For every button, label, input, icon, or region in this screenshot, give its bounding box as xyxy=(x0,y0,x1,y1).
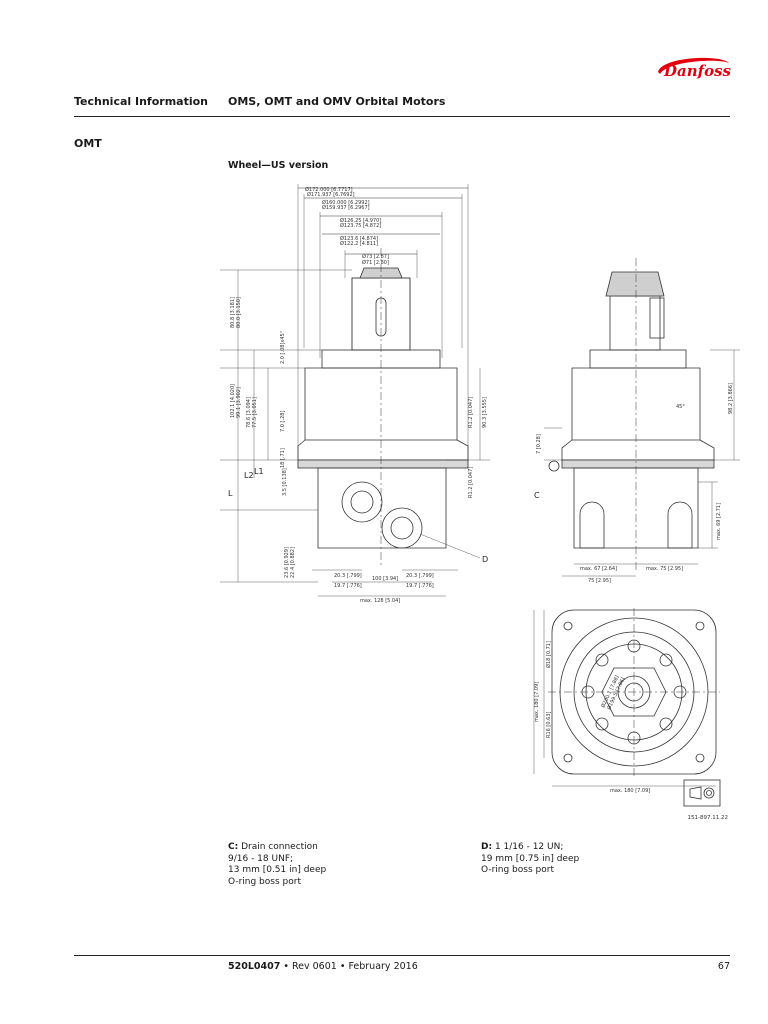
plan-dim-0: max. 180 [7.09] xyxy=(534,682,540,722)
note-d-line-1: D: 1 1/16 - 12 UN; xyxy=(481,842,711,854)
dim-left-13: 23.6 [0.929] xyxy=(284,547,290,578)
note-c-line-2: 9/16 - 18 UNF; xyxy=(228,853,294,864)
footer-doc-details: • Rev 0601 • February 2016 xyxy=(280,961,418,972)
dim-left-1: 80.0 [3.150] xyxy=(236,297,242,328)
logo-swoosh xyxy=(658,57,730,74)
dim-top-6: Ø123.6 [4.874] xyxy=(340,235,378,242)
drawing-reference: 151-897.11.22 xyxy=(687,815,728,821)
note-drain-connection: C: Drain connection 9/16 - 18 UNF; 13 mm… xyxy=(228,842,458,888)
dim-top-3: Ø159.937 [6.2967] xyxy=(322,204,370,211)
dim-bottom-3: 19.7 [.776] xyxy=(406,583,434,589)
dim-bottom-5: max. 128 [5.04] xyxy=(360,598,400,604)
dim-left-4: 78.6 [3.094] xyxy=(246,397,252,428)
side-dim-2: 7 [0.28] xyxy=(536,434,542,454)
technical-drawing: Ø172.000 [6.7717] Ø171.937 [6.7692] Ø160… xyxy=(220,184,740,807)
dim-left-8: 18 [.71] xyxy=(280,448,286,468)
danfoss-logo: Danfoss xyxy=(658,57,732,80)
dim-left-l1: L1 xyxy=(254,467,264,476)
dim-right-2: R1.2 [0.047] xyxy=(468,467,474,498)
callout-d: D xyxy=(482,555,488,564)
plan-dim-3: max. 180 [7.09] xyxy=(610,788,650,794)
dim-bottom-2: 20.3 [.799] xyxy=(406,573,434,579)
note-c-line-4: O-ring boss port xyxy=(228,876,301,887)
front-view: Ø172.000 [6.7717] Ø171.937 [6.7692] Ø160… xyxy=(220,184,490,604)
header-title: OMS, OMT and OMV Orbital Motors xyxy=(228,95,446,108)
note-c-line-3: 13 mm [0.51 in] deep xyxy=(228,865,327,875)
note-d-line-3: O-ring boss port xyxy=(481,865,554,875)
note-d-line-2: 19 mm [0.75 in] deep xyxy=(481,853,580,864)
header-category: Technical Information xyxy=(74,95,208,108)
dim-top-0: Ø172.000 [6.7717] xyxy=(305,186,353,193)
header-rule xyxy=(74,116,730,117)
plan-view: max. 180 [7.09] Ø18 [0.71] R16 [0.63] ma… xyxy=(533,608,720,794)
side-dim-0: 98.2 [3.866] xyxy=(728,383,734,414)
page-number: 67 xyxy=(717,961,730,972)
drawing-subtitle: Wheel—US version xyxy=(228,160,329,171)
side-dim-4: max. 67 [2.64] xyxy=(580,566,617,572)
note-d-text-1: 1 1/16 - 12 UN; xyxy=(492,842,564,852)
side-dim-1: 45° xyxy=(676,404,685,410)
dim-bottom-0: 20.3 [.799] xyxy=(334,573,362,579)
dim-left-9: 3.5 [0.138] xyxy=(282,468,288,496)
dim-left-6: 2.0 [.08]x45° xyxy=(280,330,286,364)
side-dim-5: max. 75 [2.95] xyxy=(646,566,683,572)
dim-top-4: Ø126.25 [4.970] xyxy=(340,217,381,224)
dim-right-0: R1.2 [0.047] xyxy=(468,397,474,428)
plan-dim-2: R16 [0.63] xyxy=(546,711,552,738)
note-port-d: D: 1 1/16 - 12 UN; 19 mm [0.75 in] deep … xyxy=(481,842,711,877)
section-title: OMT xyxy=(74,137,102,150)
side-dim-3: max. 69 [2.71] xyxy=(716,503,722,540)
dim-top-5: Ø123.75 [4.872] xyxy=(340,222,381,229)
dim-left-l2: L2 xyxy=(244,471,254,480)
note-c-line-1: C: Drain connection xyxy=(228,842,458,854)
footer-rule xyxy=(74,955,730,956)
dim-left-7: 7.0 [.28] xyxy=(280,411,286,432)
footer-doc-number: 520L0407 xyxy=(228,961,281,972)
dim-left-5: 77.5 [3.051] xyxy=(252,397,258,428)
dim-left-0: 80.8 [3.181] xyxy=(230,297,236,328)
dim-top-1: Ø171.937 [6.7692] xyxy=(307,191,355,198)
dim-right-1: 90.3 [3.555] xyxy=(482,397,488,428)
dim-left-14: 22.4 [0.882] xyxy=(290,547,296,578)
side-view: 98.2 [3.866] 45° 7 [0.28] max. 69 [2.71]… xyxy=(534,258,740,584)
dim-bottom-1: 19.7 [.776] xyxy=(334,583,362,589)
note-c-text-1: Drain connection xyxy=(238,842,318,852)
note-d-key: D: xyxy=(481,842,493,852)
callout-c: C xyxy=(534,491,540,500)
dim-top-7: Ø122.2 [4.811] xyxy=(340,240,378,247)
dim-bottom-4: 100 [3.94] xyxy=(372,576,398,582)
dim-left-l: L xyxy=(228,489,233,498)
note-c-key: C: xyxy=(228,842,239,852)
dim-top-9: Ø71 [2.80] xyxy=(362,259,389,266)
plan-dim-1: Ø18 [0.71] xyxy=(545,641,552,668)
dim-top-8: Ø73 [2.87] xyxy=(362,253,389,260)
logo-text: Danfoss xyxy=(663,62,732,80)
footer-document-info: 520L0407 • Rev 0601 • February 2016 xyxy=(228,961,418,972)
dim-left-3: 99.1 [3.902] xyxy=(236,387,242,418)
dim-top-2: Ø160.000 [6.2992] xyxy=(322,199,370,206)
dim-left-2: 102.1 [4.020] xyxy=(230,384,236,418)
side-dim-6: 75 [2.95] xyxy=(588,578,611,584)
projection-symbol xyxy=(683,779,721,807)
